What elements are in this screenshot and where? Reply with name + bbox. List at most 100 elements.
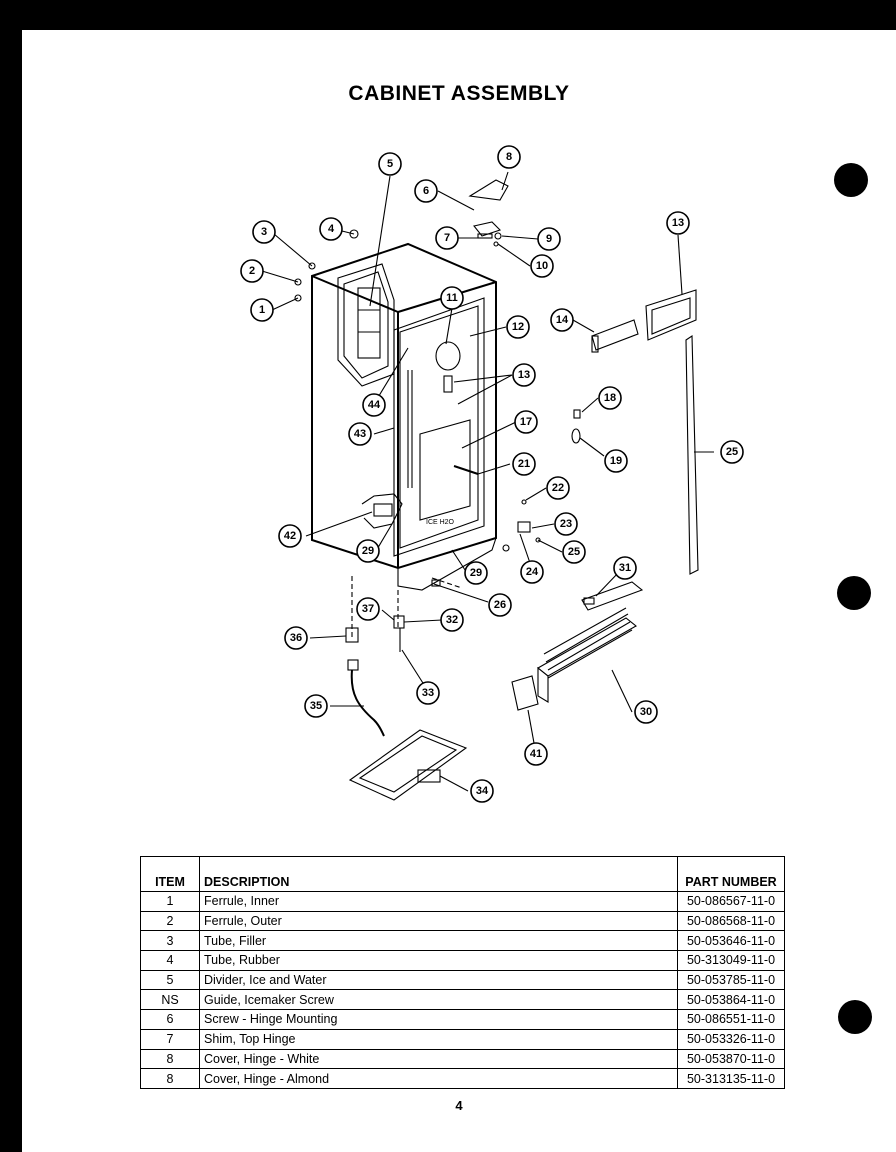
svg-text:3: 3 xyxy=(261,226,267,238)
callout-29: 29 xyxy=(464,561,488,585)
callout-14: 13 xyxy=(512,363,536,387)
svg-text:24: 24 xyxy=(526,566,539,578)
callout-21: 21 xyxy=(512,452,536,476)
callout-25: 25 xyxy=(562,540,586,564)
item-cell: 8 xyxy=(140,1068,200,1089)
svg-text:37: 37 xyxy=(362,603,374,615)
drain-pan xyxy=(348,729,468,801)
svg-text:4: 4 xyxy=(328,223,335,235)
svg-text:1: 1 xyxy=(259,304,265,316)
svg-text:42: 42 xyxy=(284,530,296,542)
callout-11: 11 xyxy=(440,286,464,310)
svg-text:14: 14 xyxy=(556,314,569,326)
svg-text:29: 29 xyxy=(362,545,374,557)
description-cell: Tube, Rubber xyxy=(199,950,678,971)
svg-text:21: 21 xyxy=(518,458,530,470)
description-cell: Guide, Icemaker Screw xyxy=(199,989,678,1011)
item-cell: 6 xyxy=(140,1009,200,1030)
callout-30: 30 xyxy=(634,700,658,724)
svg-text:30: 30 xyxy=(640,706,652,718)
svg-text:11: 11 xyxy=(446,292,458,304)
svg-text:23: 23 xyxy=(560,518,572,530)
callout-23: 23 xyxy=(554,512,578,536)
description-cell: Divider, Ice and Water xyxy=(199,969,678,991)
svg-text:6: 6 xyxy=(423,185,429,197)
callout-5: 5 xyxy=(378,152,402,176)
svg-text:35: 35 xyxy=(310,700,322,712)
part-number-cell: 50-086551-11-0 xyxy=(677,1009,785,1030)
svg-text:10: 10 xyxy=(536,260,548,272)
part-number-cell: 50-053326-11-0 xyxy=(677,1028,785,1050)
description-cell: Cover, Hinge - White xyxy=(199,1048,678,1070)
svg-text:33: 33 xyxy=(422,687,434,699)
item-cell: NS xyxy=(140,989,200,1011)
callout-16: 14 xyxy=(550,308,574,332)
svg-text:36: 36 xyxy=(290,632,302,644)
callout-10: 10 xyxy=(530,254,554,278)
svg-text:12: 12 xyxy=(512,321,524,333)
catalog-page: CABINET ASSEMBLY xyxy=(22,30,896,1152)
interior-components: ICE H2O xyxy=(361,341,479,529)
description-cell: Screw - Hinge Mounting xyxy=(199,1009,678,1030)
page-title: CABINET ASSEMBLY xyxy=(348,82,570,105)
item-cell: 8 xyxy=(140,1048,200,1070)
svg-text:25: 25 xyxy=(568,546,580,558)
svg-text:32: 32 xyxy=(446,614,458,626)
description-cell: Cover, Hinge - Almond xyxy=(199,1068,678,1089)
ice-water-divider xyxy=(337,263,395,387)
callout-17: 17 xyxy=(514,410,538,434)
callout-12: 12 xyxy=(506,315,530,339)
callout-22: 22 xyxy=(546,476,570,500)
binder-hole-middle xyxy=(837,576,871,610)
callout-3: 3 xyxy=(252,220,276,244)
callout-43: 43 xyxy=(348,422,372,446)
callout-2: 2 xyxy=(240,259,264,283)
callout-41: 41 xyxy=(524,742,548,766)
base-grille xyxy=(511,581,644,711)
svg-text:19: 19 xyxy=(610,455,622,467)
header-item: ITEM xyxy=(140,856,200,892)
part-number-cell: 50-053870-11-0 xyxy=(677,1048,785,1070)
callout-13: 13 xyxy=(666,211,690,235)
callout-26: 26 xyxy=(488,593,512,617)
item-cell: 7 xyxy=(140,1028,200,1050)
callout-34: 34 xyxy=(470,779,494,803)
header-part-number: PART NUMBER xyxy=(677,856,785,892)
callout-44: 44 xyxy=(362,393,386,417)
svg-text:2: 2 xyxy=(249,265,255,277)
svg-text:26: 26 xyxy=(494,599,506,611)
svg-text:29: 29 xyxy=(470,567,482,579)
svg-text:13: 13 xyxy=(672,217,684,229)
svg-text:7: 7 xyxy=(444,232,450,244)
description-cell: Ferrule, Outer xyxy=(199,910,678,932)
callout-24: 24 xyxy=(520,560,544,584)
callout-36: 36 xyxy=(284,626,308,650)
callout-35: 35 xyxy=(304,694,328,718)
callout-8: 8 xyxy=(497,145,521,169)
svg-text:5: 5 xyxy=(387,158,393,170)
callout-37: 37 xyxy=(356,597,380,621)
item-cell: 2 xyxy=(140,910,200,932)
callout-1: 1 xyxy=(250,298,274,322)
item-cell: 5 xyxy=(140,969,200,991)
callout-6: 6 xyxy=(414,179,438,203)
svg-text:34: 34 xyxy=(476,785,489,797)
callout-18: 18 xyxy=(598,386,622,410)
description-cell: Tube, Filler xyxy=(199,930,678,952)
part-number-cell: 50-053646-11-0 xyxy=(677,930,785,952)
callout-29-left: 29 xyxy=(356,539,380,563)
svg-text:25: 25 xyxy=(726,446,738,458)
hinge-covers xyxy=(591,289,697,353)
svg-text:18: 18 xyxy=(604,392,616,404)
svg-text:8: 8 xyxy=(506,151,512,163)
part-number-cell: 50-086568-11-0 xyxy=(677,910,785,932)
cabinet-body xyxy=(311,242,497,591)
